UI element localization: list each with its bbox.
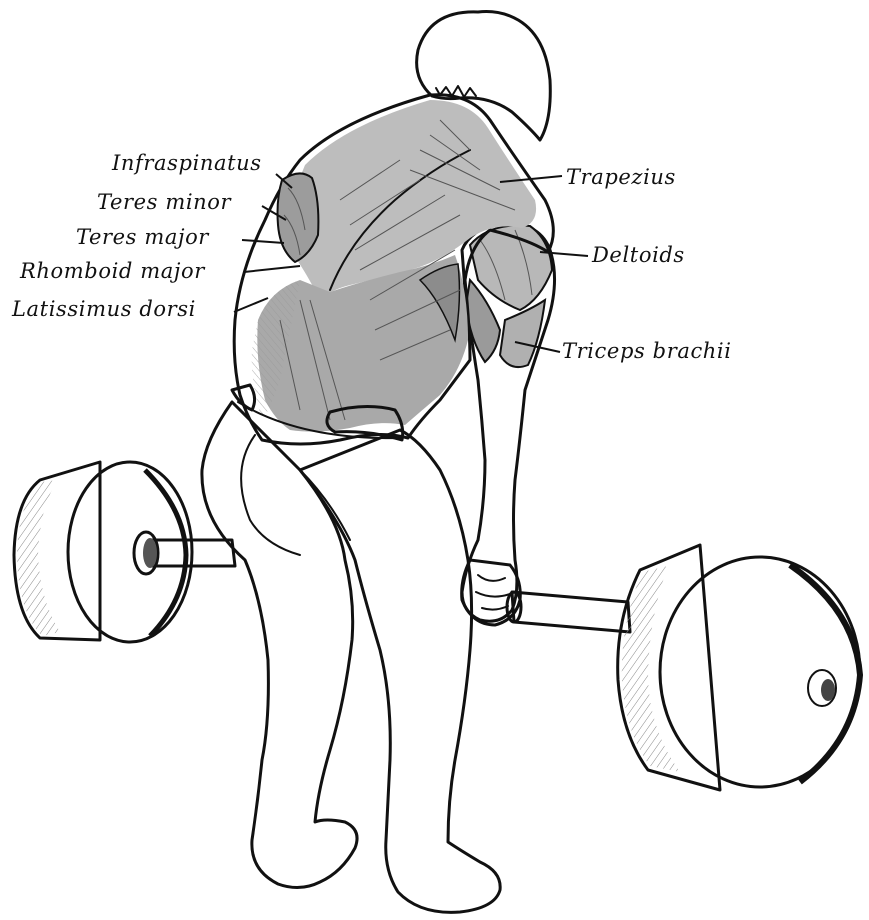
right-arm bbox=[462, 222, 555, 625]
left-weight-plate bbox=[14, 462, 192, 642]
leader-rhomboid-major bbox=[244, 266, 300, 272]
leader-teres-major bbox=[242, 240, 284, 243]
label-latissimus-dorsi: Latissimus dorsi bbox=[11, 297, 196, 321]
label-teres-minor: Teres minor bbox=[97, 190, 233, 214]
label-deltoids: Deltoids bbox=[591, 243, 685, 267]
label-infraspinatus: Infraspinatus bbox=[111, 151, 262, 175]
legs bbox=[202, 402, 500, 912]
right-weight-plate bbox=[618, 545, 860, 790]
label-triceps-brachii: Triceps brachii bbox=[562, 339, 732, 363]
barbell-right-end bbox=[507, 592, 630, 632]
label-rhomboid-major: Rhomboid major bbox=[19, 259, 206, 283]
label-trapezius: Trapezius bbox=[566, 165, 676, 189]
label-teres-major: Teres major bbox=[76, 225, 210, 249]
